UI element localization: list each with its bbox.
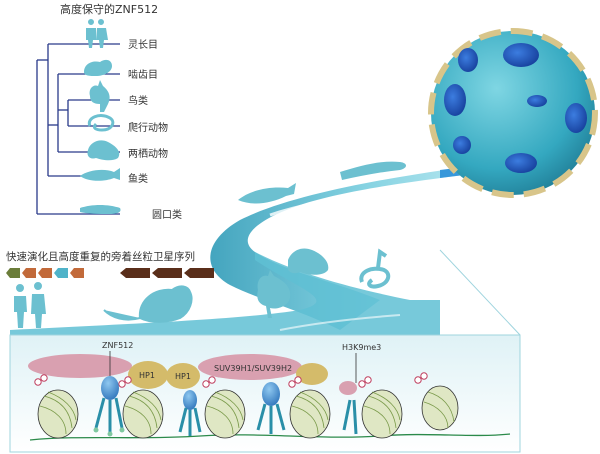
human-icon (96, 19, 108, 48)
taxon-label: 爬行动物 (128, 121, 168, 134)
suv39-protein (198, 354, 302, 380)
chromocenter (505, 153, 537, 173)
nucleosome (361, 389, 403, 439)
human-silhouette (31, 282, 46, 328)
znf512-protein (342, 399, 358, 435)
suv39-label: SUV39H1/SUV39H2 (214, 364, 292, 373)
taxon-label: 圆口类 (152, 208, 182, 221)
h3k9me3-label: H3K9me3 (342, 343, 381, 352)
hp1-protein (128, 361, 168, 389)
znf512-protein (256, 382, 286, 434)
phylogenetic-tree: 高度保守的ZNF512 灵长目 (36, 2, 182, 221)
fish-silhouette (238, 183, 296, 204)
nucleosome (204, 389, 246, 439)
frog-silhouette (287, 248, 329, 275)
satellite-title: 快速演化且高度重复的旁着丝粒卫星序列 (6, 250, 195, 263)
taxon-label: 啮齿目 (128, 68, 158, 81)
znf512-proteins (93, 376, 358, 437)
taxon-label: 灵长目 (128, 39, 158, 51)
mouse-icon (72, 59, 112, 76)
river-animals (14, 161, 406, 328)
taxon-label: 两栖动物 (128, 147, 168, 160)
bird-icon (89, 80, 110, 112)
methyl-marks (34, 372, 428, 388)
human-icon (86, 19, 96, 48)
chromatin-panel: ZNF512 HP1 HP1 SUV39H1/SUV39H2 H3K9me3 (9, 249, 521, 453)
chromocenter (565, 103, 587, 133)
chromatin-river (10, 160, 520, 340)
gold-protein (296, 363, 328, 385)
fish-icon (80, 168, 120, 181)
hp1-label: HP1 (175, 372, 191, 381)
chromocenter (503, 43, 539, 67)
znf512-protein (93, 376, 125, 437)
snake-icon (87, 114, 115, 132)
nucleosomes (37, 385, 459, 439)
hp1-protein (166, 363, 200, 389)
short-arrows (6, 268, 84, 278)
small-pink-protein (339, 381, 357, 395)
chromocenter (453, 136, 471, 154)
chromocenter (458, 48, 478, 72)
nucleus-sphere (428, 28, 598, 198)
nucleosome (421, 385, 459, 431)
lamprey-silhouette (340, 161, 406, 180)
human-silhouette (14, 284, 27, 328)
nucleosome (289, 389, 331, 439)
mouse-silhouette (103, 285, 193, 323)
nucleosome (37, 389, 79, 439)
satellite-repeats: 快速演化且高度重复的旁着丝粒卫星序列 (6, 250, 214, 278)
znf512-label: ZNF512 (102, 341, 133, 350)
snake-silhouette (359, 248, 391, 289)
chromocenter (444, 84, 466, 116)
lamprey-icon (80, 205, 121, 214)
taxon-label: 鱼类 (128, 172, 148, 185)
long-arrows (120, 268, 214, 278)
znf512-protein (178, 390, 202, 436)
bridging-protein (28, 354, 132, 378)
rooster-silhouette (257, 270, 291, 318)
tree-title: 高度保守的ZNF512 (60, 2, 158, 16)
frog-icon (87, 140, 120, 161)
hp1-label: HP1 (139, 371, 155, 380)
nucleosome (122, 389, 164, 439)
chromocenter (527, 95, 547, 107)
taxon-label: 鸟类 (128, 94, 148, 107)
